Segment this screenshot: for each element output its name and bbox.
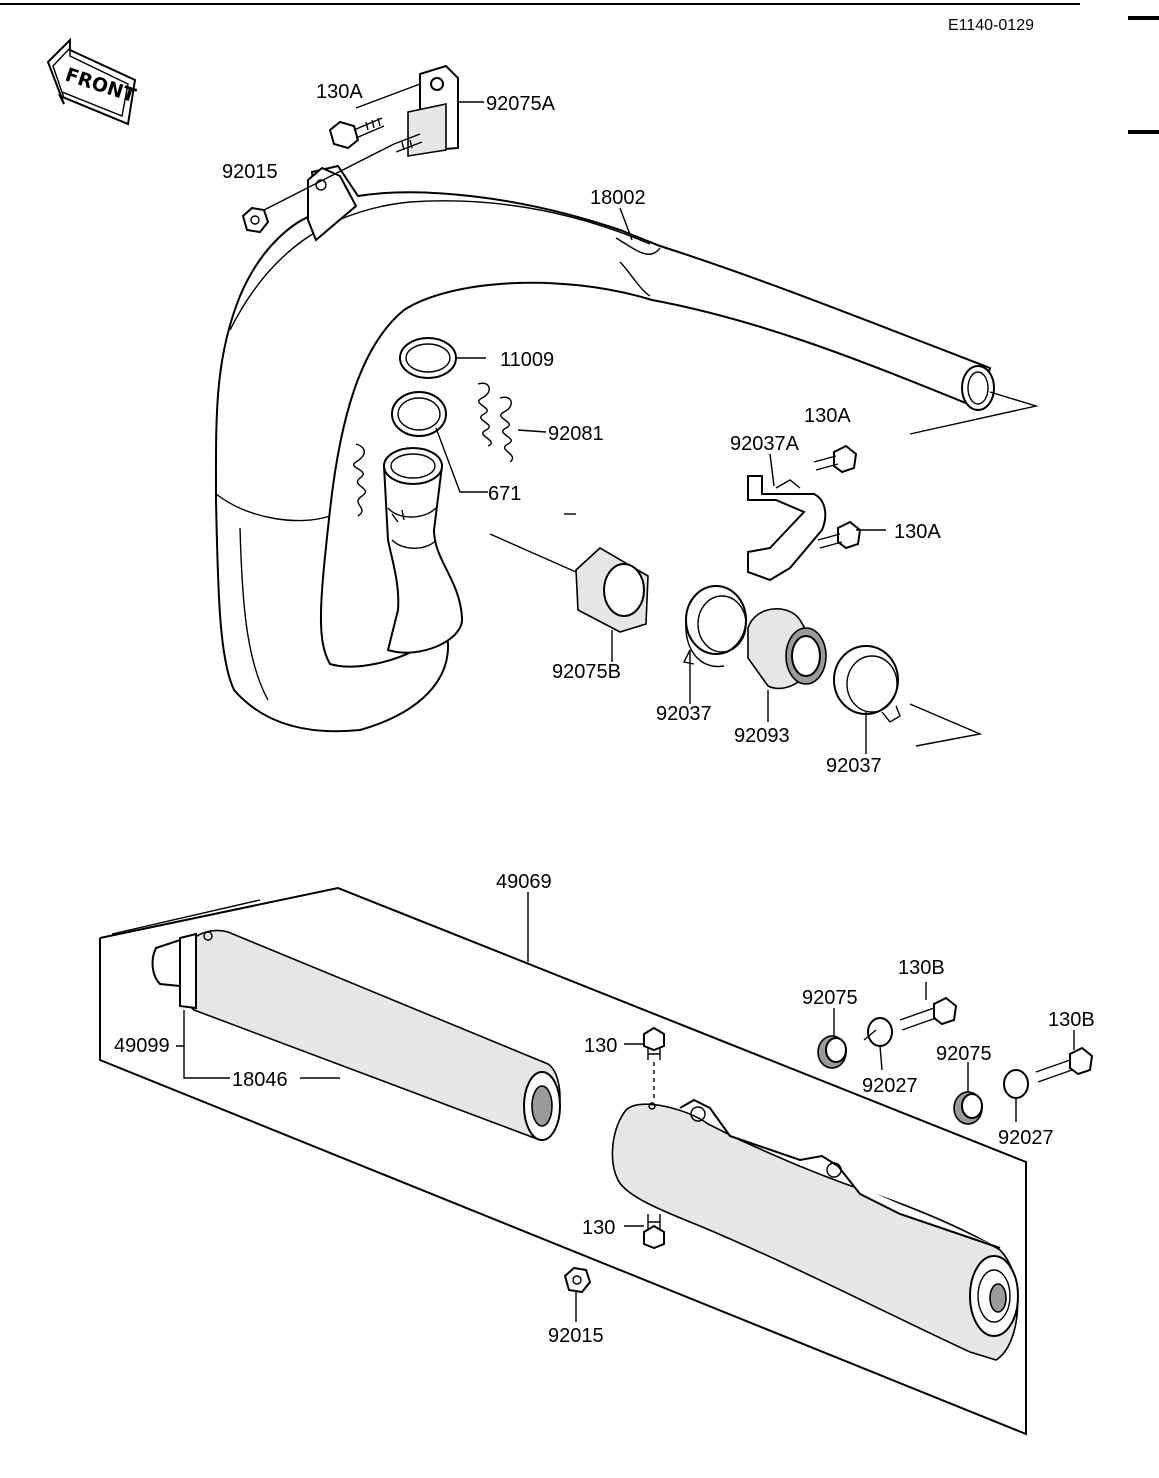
bracket-92075a [407,64,459,157]
label-92081: 92081 [548,423,604,445]
silencer-guard [611,1098,1019,1361]
label-11009: 11009 [500,349,554,371]
grommet-92075-right [953,1091,983,1125]
label-92027-left: 92027 [862,1075,918,1097]
bolt-130-upper [643,1026,665,1060]
front-direction-badge: FRONT [46,37,138,126]
collar-92027-left [863,1017,893,1047]
bolt-130a-top [328,117,423,153]
label-92037a: 92037A [730,433,800,455]
silencer-frame-49069 [99,886,1027,1436]
label-18046: 18046 [232,1069,288,1091]
label-92015-bottom: 92015 [548,1325,604,1347]
clamp-92037-right [833,645,901,723]
label-92075a: 92075A [486,93,556,115]
oring-671 [391,391,447,437]
label-92075b: 92075B [552,661,621,683]
collar-92027-right [1003,1069,1029,1099]
clamp-92037-left [682,585,747,668]
gasket-11009 [399,337,457,379]
label-130b-left: 130B [898,957,945,979]
label-130-upper: 130 [584,1035,617,1057]
label-49069: 49069 [496,871,552,893]
sleeve-92093 [747,608,827,690]
bolt-130a-mid [813,444,858,474]
bolt-130-lower [643,1214,665,1250]
label-671: 671 [488,483,521,505]
expansion-chamber-18002 [214,164,995,733]
label-92037-left: 92037 [656,703,712,725]
upper-leader-lines [263,83,1039,754]
label-92075-right: 92075 [936,1043,992,1065]
springs-92081 [477,382,513,463]
label-92015-top: 92015 [222,161,278,183]
nut-92015-top [241,206,270,234]
label-92027-right: 92027 [998,1127,1054,1149]
nut-92015-bottom [563,1266,592,1294]
label-92093: 92093 [734,725,790,747]
label-18002: 18002 [590,187,646,209]
bolt-130a-right [817,520,862,550]
label-130-lower: 130 [582,1217,615,1239]
label-130a-top: 130A [316,81,363,103]
label-92037-right: 92037 [826,755,882,777]
label-130a-right: 130A [894,521,941,543]
damper-92075b [575,547,649,633]
silencer-18046 [151,929,561,1141]
frame-guide-line [111,899,261,935]
bracket-92037a [747,475,827,582]
diagram-code: E1140-0129 [948,17,1034,34]
grommet-92075-left [817,1035,847,1069]
inlet-pipe [382,447,464,654]
label-92075-left: 92075 [802,987,858,1009]
label-130b-right: 130B [1048,1009,1095,1031]
label-130a-mid: 130A [804,405,851,427]
lower-leader-lines [176,892,1075,1322]
bolt-130b-left [899,996,958,1031]
label-49099: 49099 [114,1035,170,1057]
chamber-spring-hook [353,443,367,517]
bolt-130b-right [1035,1046,1094,1083]
